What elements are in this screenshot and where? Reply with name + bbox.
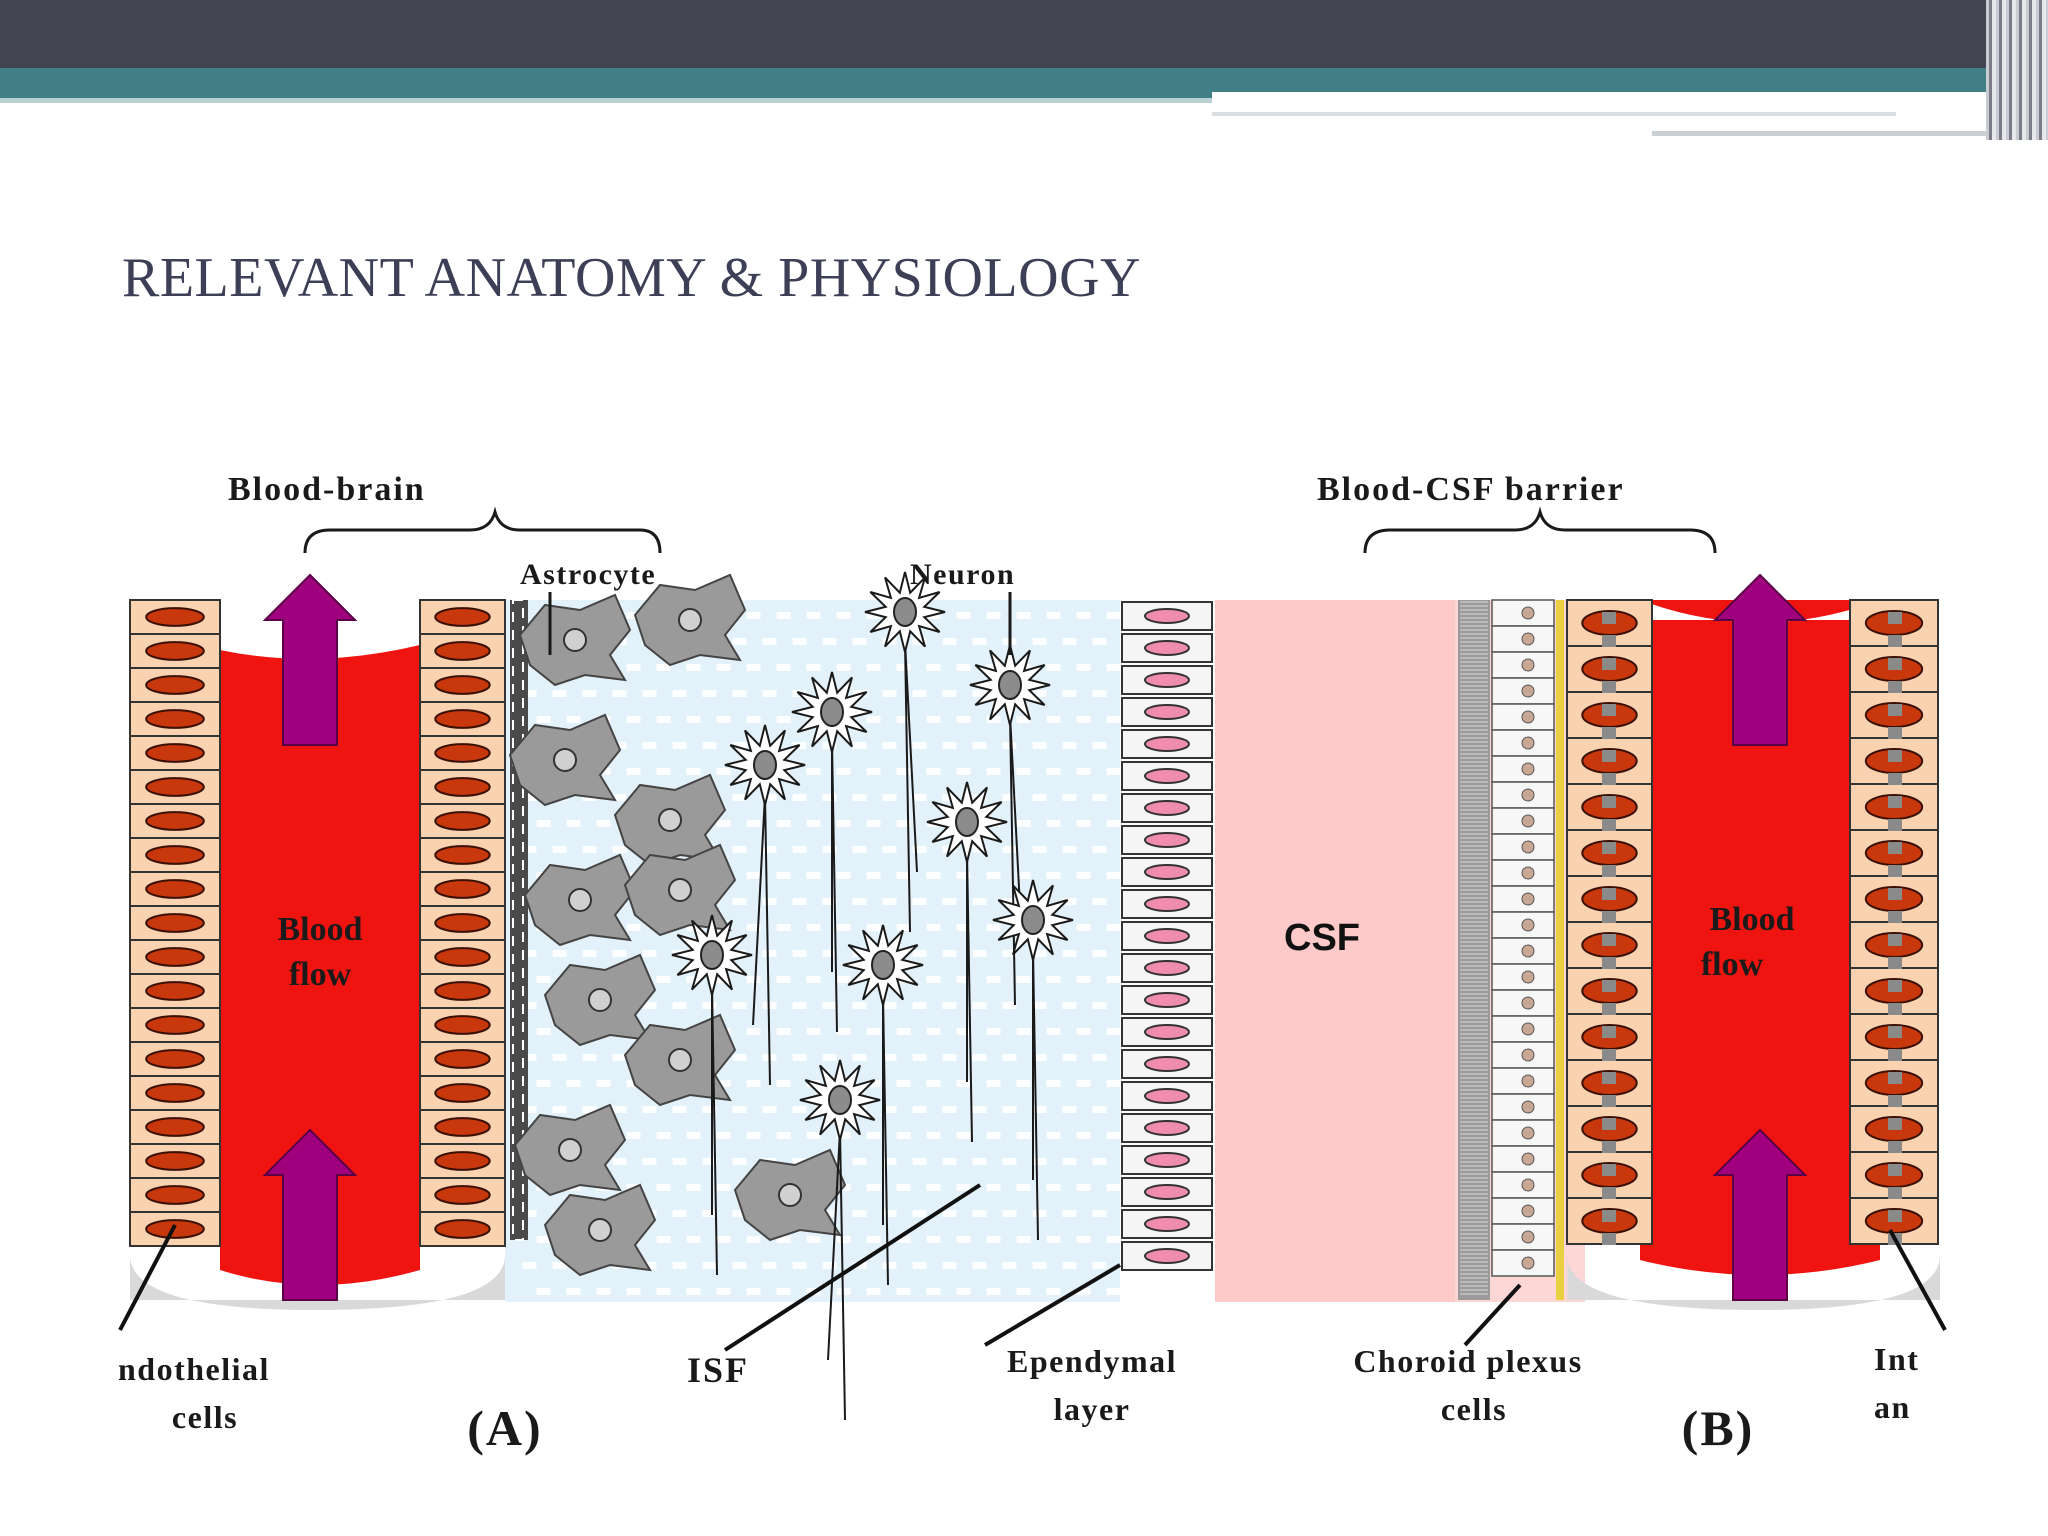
- blood-flow-label-a: Blood: [277, 911, 362, 948]
- endothelial-cells-left: [129, 599, 221, 1247]
- ependymal-cell: [1121, 825, 1213, 855]
- decorative-line: [1652, 131, 2012, 136]
- vessel-a: Blood flow: [129, 573, 528, 1310]
- nucleus: [434, 1015, 491, 1035]
- label-int-line2: an: [1874, 1389, 1911, 1425]
- ependymal-cell: [1121, 729, 1213, 759]
- decorative-stripes: [1986, 0, 2048, 140]
- label-ependymal: Ependymal: [1007, 1343, 1177, 1379]
- nucleus: [434, 1083, 491, 1103]
- label-blood-brain: Blood-brain: [228, 471, 426, 508]
- label-choroid-plexus: Choroid plexus: [1353, 1343, 1582, 1379]
- nucleus: [434, 981, 491, 1001]
- label-endothelial-line2: cells: [172, 1399, 238, 1435]
- label-panel-a: (A): [467, 1400, 542, 1456]
- endothelial-cells-left-b: [1566, 599, 1653, 1245]
- nucleus: [145, 1083, 205, 1103]
- endothelial-cell: [419, 667, 506, 703]
- nucleus: [145, 607, 205, 627]
- slide-title: RELEVANT ANATOMY & PHYSIOLOGY: [122, 247, 1141, 309]
- up-arrow-icon: [1712, 1128, 1808, 1301]
- label-isf: ISF: [687, 1350, 749, 1390]
- label-int: Int: [1874, 1341, 1919, 1377]
- nucleus: [145, 913, 205, 933]
- nucleus: [145, 709, 205, 729]
- vessel-b: Blood flow: [1566, 573, 1940, 1310]
- label-neuron: Neuron: [910, 558, 1015, 591]
- nucleus: [434, 1049, 491, 1069]
- nucleus: [145, 1151, 205, 1171]
- label-astrocyte: Astrocyte: [520, 558, 656, 591]
- csf-region: [1215, 600, 1455, 1302]
- endothelial-cell: [129, 1109, 221, 1145]
- ependymal-cell: [1121, 761, 1213, 791]
- up-arrow-icon: [1712, 573, 1808, 746]
- endothelial-cell: [129, 1007, 221, 1043]
- label-blood-csf-barrier: Blood-CSF barrier: [1317, 471, 1625, 508]
- blood-flow-label-a-line2: flow: [289, 956, 352, 993]
- label-csf: CSF: [1284, 917, 1360, 959]
- nucleus: [145, 1049, 205, 1069]
- label-ependymal-line2: layer: [1054, 1391, 1131, 1427]
- nucleus: [434, 913, 491, 933]
- nucleus: [145, 1117, 205, 1137]
- endothelial-cell: [419, 905, 506, 941]
- brace-blood-csf: [1363, 506, 1717, 554]
- nucleus: [434, 1117, 491, 1137]
- ependymal-layer: [1121, 601, 1213, 1271]
- neurons: [671, 571, 1074, 1421]
- nucleus: [434, 1219, 491, 1239]
- decorative-line: [1212, 112, 1896, 116]
- nucleus: [145, 675, 205, 695]
- nucleus: [434, 1185, 491, 1205]
- blood-flow-label-b-line2: flow: [1701, 946, 1764, 983]
- endothelial-cells-right-b: [1849, 599, 1939, 1245]
- nucleus: [434, 743, 491, 763]
- nucleus: [145, 811, 205, 831]
- top-bar: [0, 0, 2048, 68]
- nucleus: [434, 879, 491, 899]
- label-panel-b: (B): [1682, 1400, 1755, 1456]
- nucleus: [434, 947, 491, 967]
- nucleus: [145, 845, 205, 865]
- nucleus: [434, 641, 491, 661]
- endothelial-cells-right: [419, 599, 506, 1247]
- label-endothelial: ndothelial: [118, 1351, 270, 1387]
- nucleus: [145, 1185, 205, 1205]
- nucleus: [145, 743, 205, 763]
- label-choroid-plexus-line2: cells: [1441, 1391, 1507, 1427]
- nucleus: [145, 641, 205, 661]
- nucleus: [434, 675, 491, 695]
- nucleus: [145, 981, 205, 1001]
- endothelial-cell: [1566, 599, 1653, 647]
- brace-blood-brain: [303, 506, 662, 554]
- up-arrow-icon: [262, 573, 358, 746]
- ependymal-cell: [1121, 1081, 1213, 1111]
- choroid-plexus: [1458, 599, 1564, 1300]
- teal-band-shadow: [0, 98, 1212, 103]
- blood-flow-label-b: Blood: [1709, 901, 1794, 938]
- up-arrow-icon: [262, 1128, 358, 1301]
- choroid-cell: [1491, 729, 1555, 757]
- nucleus: [145, 777, 205, 797]
- choroid-cell: [1491, 807, 1555, 835]
- nucleus: [145, 947, 205, 967]
- nucleus: [434, 811, 491, 831]
- nucleus: [145, 879, 205, 899]
- endothelial-cell: [129, 905, 221, 941]
- nucleus: [145, 1015, 205, 1035]
- nucleus: [434, 777, 491, 797]
- nucleus: [434, 845, 491, 865]
- choroid-cell: [1491, 963, 1555, 991]
- nucleus: [434, 709, 491, 729]
- astrocytes: [508, 573, 847, 1277]
- nucleus: [434, 1151, 491, 1171]
- nucleus: [434, 607, 491, 627]
